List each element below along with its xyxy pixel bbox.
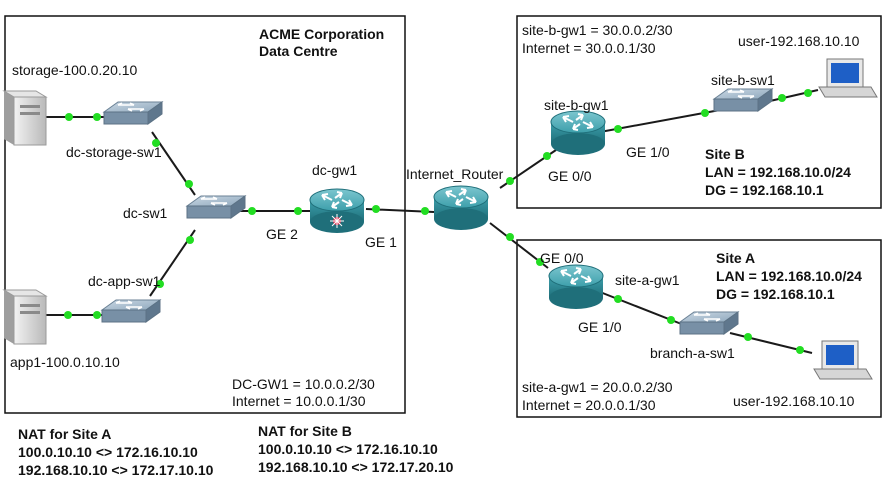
link-dot (152, 139, 160, 147)
link-dot (185, 180, 193, 188)
user-b-label: user-192.168.10.10 (738, 33, 860, 49)
site-a-ge10-label: GE 1/0 (578, 319, 622, 335)
dc-gw-label: dc-gw1 (312, 162, 358, 178)
site-a-title: Site A (716, 250, 756, 266)
site-a-lan: LAN = 192.168.10.0/24 (716, 268, 862, 284)
site-b-gw-router-icon[interactable] (550, 110, 606, 156)
link-dot (778, 94, 786, 102)
link-dot (536, 258, 544, 266)
link-dot (372, 205, 380, 213)
link-dot (65, 113, 73, 121)
link-dot (614, 295, 622, 303)
datacentre-box (4, 15, 406, 414)
dc-storage-switch-icon[interactable] (103, 101, 163, 125)
datacentre-title-line1: ACME Corporation (259, 26, 385, 42)
dc-gw-ge2-label: GE 2 (266, 226, 298, 242)
link-dot (248, 207, 256, 215)
nat-b-line2: 192.168.10.10 <> 172.17.20.10 (258, 459, 454, 475)
branch-a-switch-icon[interactable] (679, 311, 739, 335)
link-dot (701, 109, 709, 117)
site-b-lan: LAN = 192.168.10.0/24 (705, 164, 851, 180)
site-b-ge00-label: GE 0/0 (548, 168, 592, 184)
dc-gw-ge1-label: GE 1 (365, 234, 397, 250)
link-dot (614, 125, 622, 133)
storage-server-icon[interactable] (3, 90, 47, 146)
branch-a-sw-label: branch-a-sw1 (650, 345, 735, 361)
link-dot (93, 311, 101, 319)
link-dot (506, 177, 514, 185)
site-b-addr-line2: Internet = 30.0.0.1/30 (522, 40, 656, 56)
dc-app-switch-icon[interactable] (101, 299, 161, 323)
dc-sw-label: dc-sw1 (123, 205, 168, 221)
site-b-sw-label: site-b-sw1 (711, 72, 775, 88)
link-dot (796, 346, 804, 354)
dc-gw-status-rays-icon (330, 214, 344, 228)
site-a-dg: DG = 192.168.10.1 (716, 286, 835, 302)
datacentre-addr-line2: Internet = 10.0.0.1/30 (232, 393, 366, 409)
site-b-gw-label: site-b-gw1 (544, 97, 609, 113)
user-a-label: user-192.168.10.10 (733, 393, 855, 409)
link-dot (506, 233, 514, 241)
dc-switch-icon[interactable] (186, 195, 246, 219)
link-dot (294, 207, 302, 215)
user-a-laptop-icon[interactable] (813, 340, 873, 380)
site-b-switch-icon[interactable] (713, 88, 773, 112)
site-b-box (516, 15, 882, 209)
dc-storage-sw-label: dc-storage-sw1 (66, 144, 162, 160)
link-dot (744, 333, 752, 341)
link-dot (186, 236, 194, 244)
nat-a-line1: 100.0.10.10 <> 172.16.10.10 (18, 444, 198, 460)
dc-app-sw-label: dc-app-sw1 (88, 273, 161, 289)
link-dot (93, 113, 101, 121)
link-dot (667, 316, 675, 324)
link-dot (64, 311, 72, 319)
site-a-box (516, 239, 882, 418)
datacentre-addr-line1: DC-GW1 = 10.0.0.2/30 (232, 376, 375, 392)
link-dot (421, 207, 429, 215)
site-a-addr-line2: Internet = 20.0.0.1/30 (522, 397, 656, 413)
site-a-gw-router-icon[interactable] (548, 264, 604, 310)
nat-a-line2: 192.168.10.10 <> 172.17.10.10 (18, 462, 214, 478)
site-b-addr-line1: site-b-gw1 = 30.0.0.2/30 (522, 22, 673, 38)
datacentre-title-line2: Data Centre (259, 43, 338, 59)
nat-a-title: NAT for Site A (18, 426, 112, 442)
storage-label: storage-100.0.20.10 (12, 62, 138, 78)
site-b-dg: DG = 192.168.10.1 (705, 182, 824, 198)
site-a-addr-line1: site-a-gw1 = 20.0.0.2/30 (522, 379, 673, 395)
link-dot (804, 89, 812, 97)
link-dot (543, 152, 551, 160)
site-b-title: Site B (705, 146, 745, 162)
nat-b-title: NAT for Site B (258, 423, 352, 439)
internet-router-icon[interactable] (433, 185, 489, 231)
app1-label: app1-100.0.10.10 (10, 354, 120, 370)
site-a-ge00-label: GE 0/0 (540, 250, 584, 266)
link-dot (156, 280, 164, 288)
site-b-ge10-label: GE 1/0 (626, 144, 670, 160)
site-a-gw-label: site-a-gw1 (615, 272, 680, 288)
internet-router-label: Internet_Router (406, 166, 504, 182)
user-b-laptop-icon[interactable] (818, 58, 878, 98)
nat-b-line1: 100.0.10.10 <> 172.16.10.10 (258, 441, 438, 457)
app1-server-icon[interactable] (3, 289, 47, 345)
